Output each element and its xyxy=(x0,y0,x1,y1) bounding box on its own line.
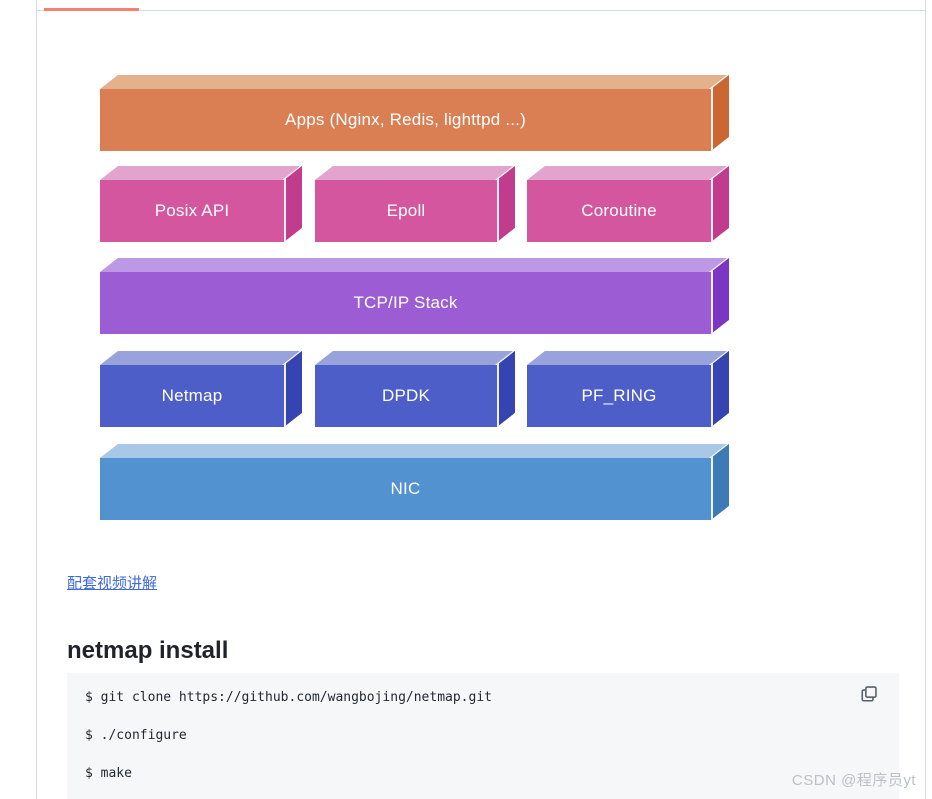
block-label: Coroutine xyxy=(527,180,711,242)
block-side-face xyxy=(711,165,729,242)
code-line: $ git clone https://github.com/wangbojin… xyxy=(85,690,492,705)
copy-icon xyxy=(861,686,877,702)
block-top-face xyxy=(527,166,729,180)
block-label: DPDK xyxy=(315,365,497,427)
block-side-face xyxy=(711,443,729,520)
block-label: NIC xyxy=(100,458,711,520)
diagram-block-pf-ring: PF_RING xyxy=(527,350,729,427)
diagram-block-tcpip-stack: TCP/IP Stack xyxy=(100,257,729,334)
block-label: Epoll xyxy=(315,180,497,242)
block-side-face xyxy=(497,350,515,427)
code-line: $ make xyxy=(85,766,132,781)
active-tab-indicator xyxy=(44,8,139,11)
block-top-face xyxy=(315,166,515,180)
block-top-face xyxy=(100,166,302,180)
left-frame-line xyxy=(36,0,37,799)
block-side-face xyxy=(284,165,302,242)
diagram-block-dpdk: DPDK xyxy=(315,350,515,427)
block-top-face xyxy=(100,258,729,272)
block-label: PF_RING xyxy=(527,365,711,427)
diagram-block-netmap: Netmap xyxy=(100,350,302,427)
block-label: Posix API xyxy=(100,180,284,242)
copy-code-button[interactable] xyxy=(860,685,878,703)
block-top-face xyxy=(100,351,302,365)
code-block: $ git clone https://github.com/wangbojin… xyxy=(67,673,899,799)
block-side-face xyxy=(711,350,729,427)
block-side-face xyxy=(711,74,729,151)
diagram-block-nic: NIC xyxy=(100,443,729,520)
block-side-face xyxy=(711,257,729,334)
block-top-face xyxy=(315,351,515,365)
block-label: Apps (Nginx, Redis, lighttpd ...) xyxy=(100,89,711,151)
top-frame-line xyxy=(36,10,925,11)
code-line: $ ./configure xyxy=(85,728,187,743)
right-frame-line xyxy=(925,0,926,799)
video-tutorial-link[interactable]: 配套视频讲解 xyxy=(67,575,158,592)
csdn-watermark: CSDN @程序员yt xyxy=(791,772,916,789)
block-side-face xyxy=(497,165,515,242)
block-top-face xyxy=(100,75,729,89)
block-label: TCP/IP Stack xyxy=(100,272,711,334)
diagram-block-apps: Apps (Nginx, Redis, lighttpd ...) xyxy=(100,74,729,151)
block-label: Netmap xyxy=(100,365,284,427)
block-top-face xyxy=(100,444,729,458)
diagram-block-posix-api: Posix API xyxy=(100,165,302,242)
diagram-block-coroutine: Coroutine xyxy=(527,165,729,242)
block-top-face xyxy=(527,351,729,365)
block-side-face xyxy=(284,350,302,427)
diagram-block-epoll: Epoll xyxy=(315,165,515,242)
section-heading: netmap install xyxy=(67,636,899,676)
